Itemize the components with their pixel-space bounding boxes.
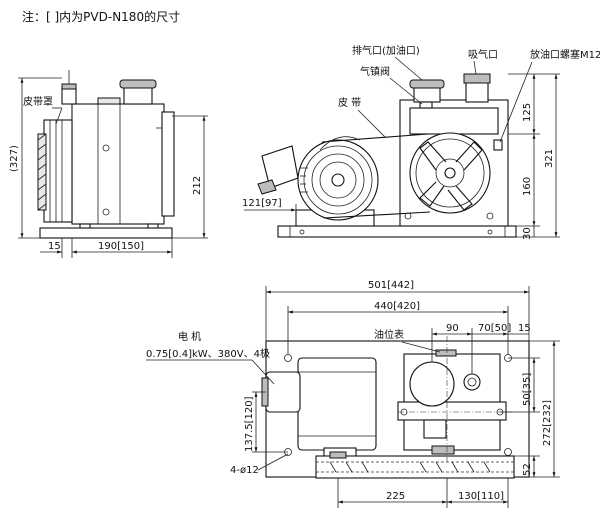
plan-oil-window	[423, 419, 447, 439]
side-knob-cap	[119, 79, 157, 89]
label-mount-holes: 4-ø12	[230, 465, 259, 476]
front-terminal-box	[261, 145, 299, 189]
side-base-plate	[39, 227, 173, 239]
front-intake	[465, 81, 489, 103]
side-pump-body	[71, 103, 165, 225]
plan-intake-top	[463, 373, 481, 391]
dim-side-body-height: 212	[192, 176, 203, 195]
dim-plan-15: 15	[518, 323, 531, 334]
dim-plan-total-width: 501[442]	[368, 280, 414, 291]
label-intake: 吸气口	[468, 48, 498, 61]
dim-plan-50: 50[35]	[522, 373, 533, 406]
front-drain-plug	[493, 139, 503, 151]
front-flywheel-rim	[415, 138, 485, 208]
front-belt-bottom	[323, 211, 431, 219]
dim-front-30: 30	[522, 227, 533, 240]
front-flywheel-hub	[435, 158, 465, 188]
plan-view: 电 机 0.75[0.4]kW、380V、4极 油位表 4-ø12 501[44…	[146, 280, 560, 508]
note-text: 注：[ ]内为PVD-N180的尺寸	[22, 10, 181, 24]
dim-plan-90: 90	[446, 323, 459, 334]
front-base-plate	[277, 225, 517, 238]
plan-oil-gauge	[435, 349, 457, 357]
dim-side-total-height: (327)	[9, 145, 20, 172]
plan-motor-pulley	[329, 451, 347, 459]
plan-pump-flange	[397, 401, 507, 421]
front-belt-top	[321, 133, 429, 143]
label-gas-ballast: 气镇阀	[360, 65, 390, 78]
label-drain-plug: 放油口螺塞M12	[530, 48, 600, 61]
front-cable-gland	[257, 179, 277, 195]
side-bolt-1	[102, 144, 110, 152]
side-foot-1	[79, 223, 91, 229]
front-view: 排气口(加油口) 吸气口 气镇阀 皮 带 放油口螺塞M12 121[97] 12…	[242, 44, 600, 240]
dim-front-321: 321	[544, 149, 555, 168]
plan-terminal-box	[265, 371, 301, 413]
label-oil-gauge: 油位表	[374, 328, 404, 341]
side-belt-guard	[43, 119, 73, 223]
front-flywheel-shaft	[444, 167, 456, 179]
side-end-cap	[161, 111, 175, 217]
dim-side-offset: 15	[48, 241, 61, 252]
side-pulley-edge	[37, 133, 47, 211]
front-intake-cap	[463, 73, 491, 84]
dim-plan-130: 130[110]	[458, 491, 504, 502]
dim-front-motor-axis: 121[97]	[242, 198, 282, 209]
label-motor: 电 机	[178, 330, 201, 343]
side-bolt-2	[102, 208, 110, 216]
dim-plan-70: 70[50]	[478, 323, 511, 334]
dim-side-width: 190[150]	[98, 241, 144, 252]
label-exhaust: 排气口(加油口)	[352, 44, 420, 57]
side-exhaust-cap	[61, 83, 77, 90]
dim-plan-52: 52	[522, 463, 533, 476]
plan-hole-1	[284, 354, 292, 362]
dim-plan-137: 137.5[120]	[244, 396, 255, 452]
plan-pulley-strip	[315, 455, 515, 479]
front-motor-ring-2	[311, 153, 365, 207]
dim-front-125: 125	[522, 103, 533, 122]
side-foot-2	[147, 223, 159, 229]
front-pump-top-block	[409, 107, 499, 135]
label-belt-cover: 皮带罩	[23, 95, 53, 108]
dim-plan-272: 272[232]	[542, 400, 553, 446]
plan-hole-4	[504, 448, 512, 456]
side-view: 皮带罩 (327) 212 15 190[150]	[9, 70, 208, 258]
plan-exhaust-top	[409, 361, 455, 407]
side-top-flange	[97, 97, 121, 105]
plan-pump-pulley	[431, 445, 455, 455]
front-exhaust-cap	[409, 79, 445, 89]
dim-plan-225: 225	[386, 491, 405, 502]
side-exhaust-stack	[61, 87, 77, 105]
side-knob-body	[123, 85, 153, 105]
label-belt: 皮 带	[338, 96, 361, 109]
front-gas-ballast	[419, 101, 433, 109]
front-motor-ring-1	[303, 145, 373, 215]
front-motor-shaft	[331, 173, 345, 187]
label-motor-spec: 0.75[0.4]kW、380V、4极	[146, 347, 270, 360]
dim-plan-hole-span: 440[420]	[374, 301, 420, 312]
dim-front-160: 160	[522, 177, 533, 196]
front-motor-ring-3	[319, 161, 357, 199]
